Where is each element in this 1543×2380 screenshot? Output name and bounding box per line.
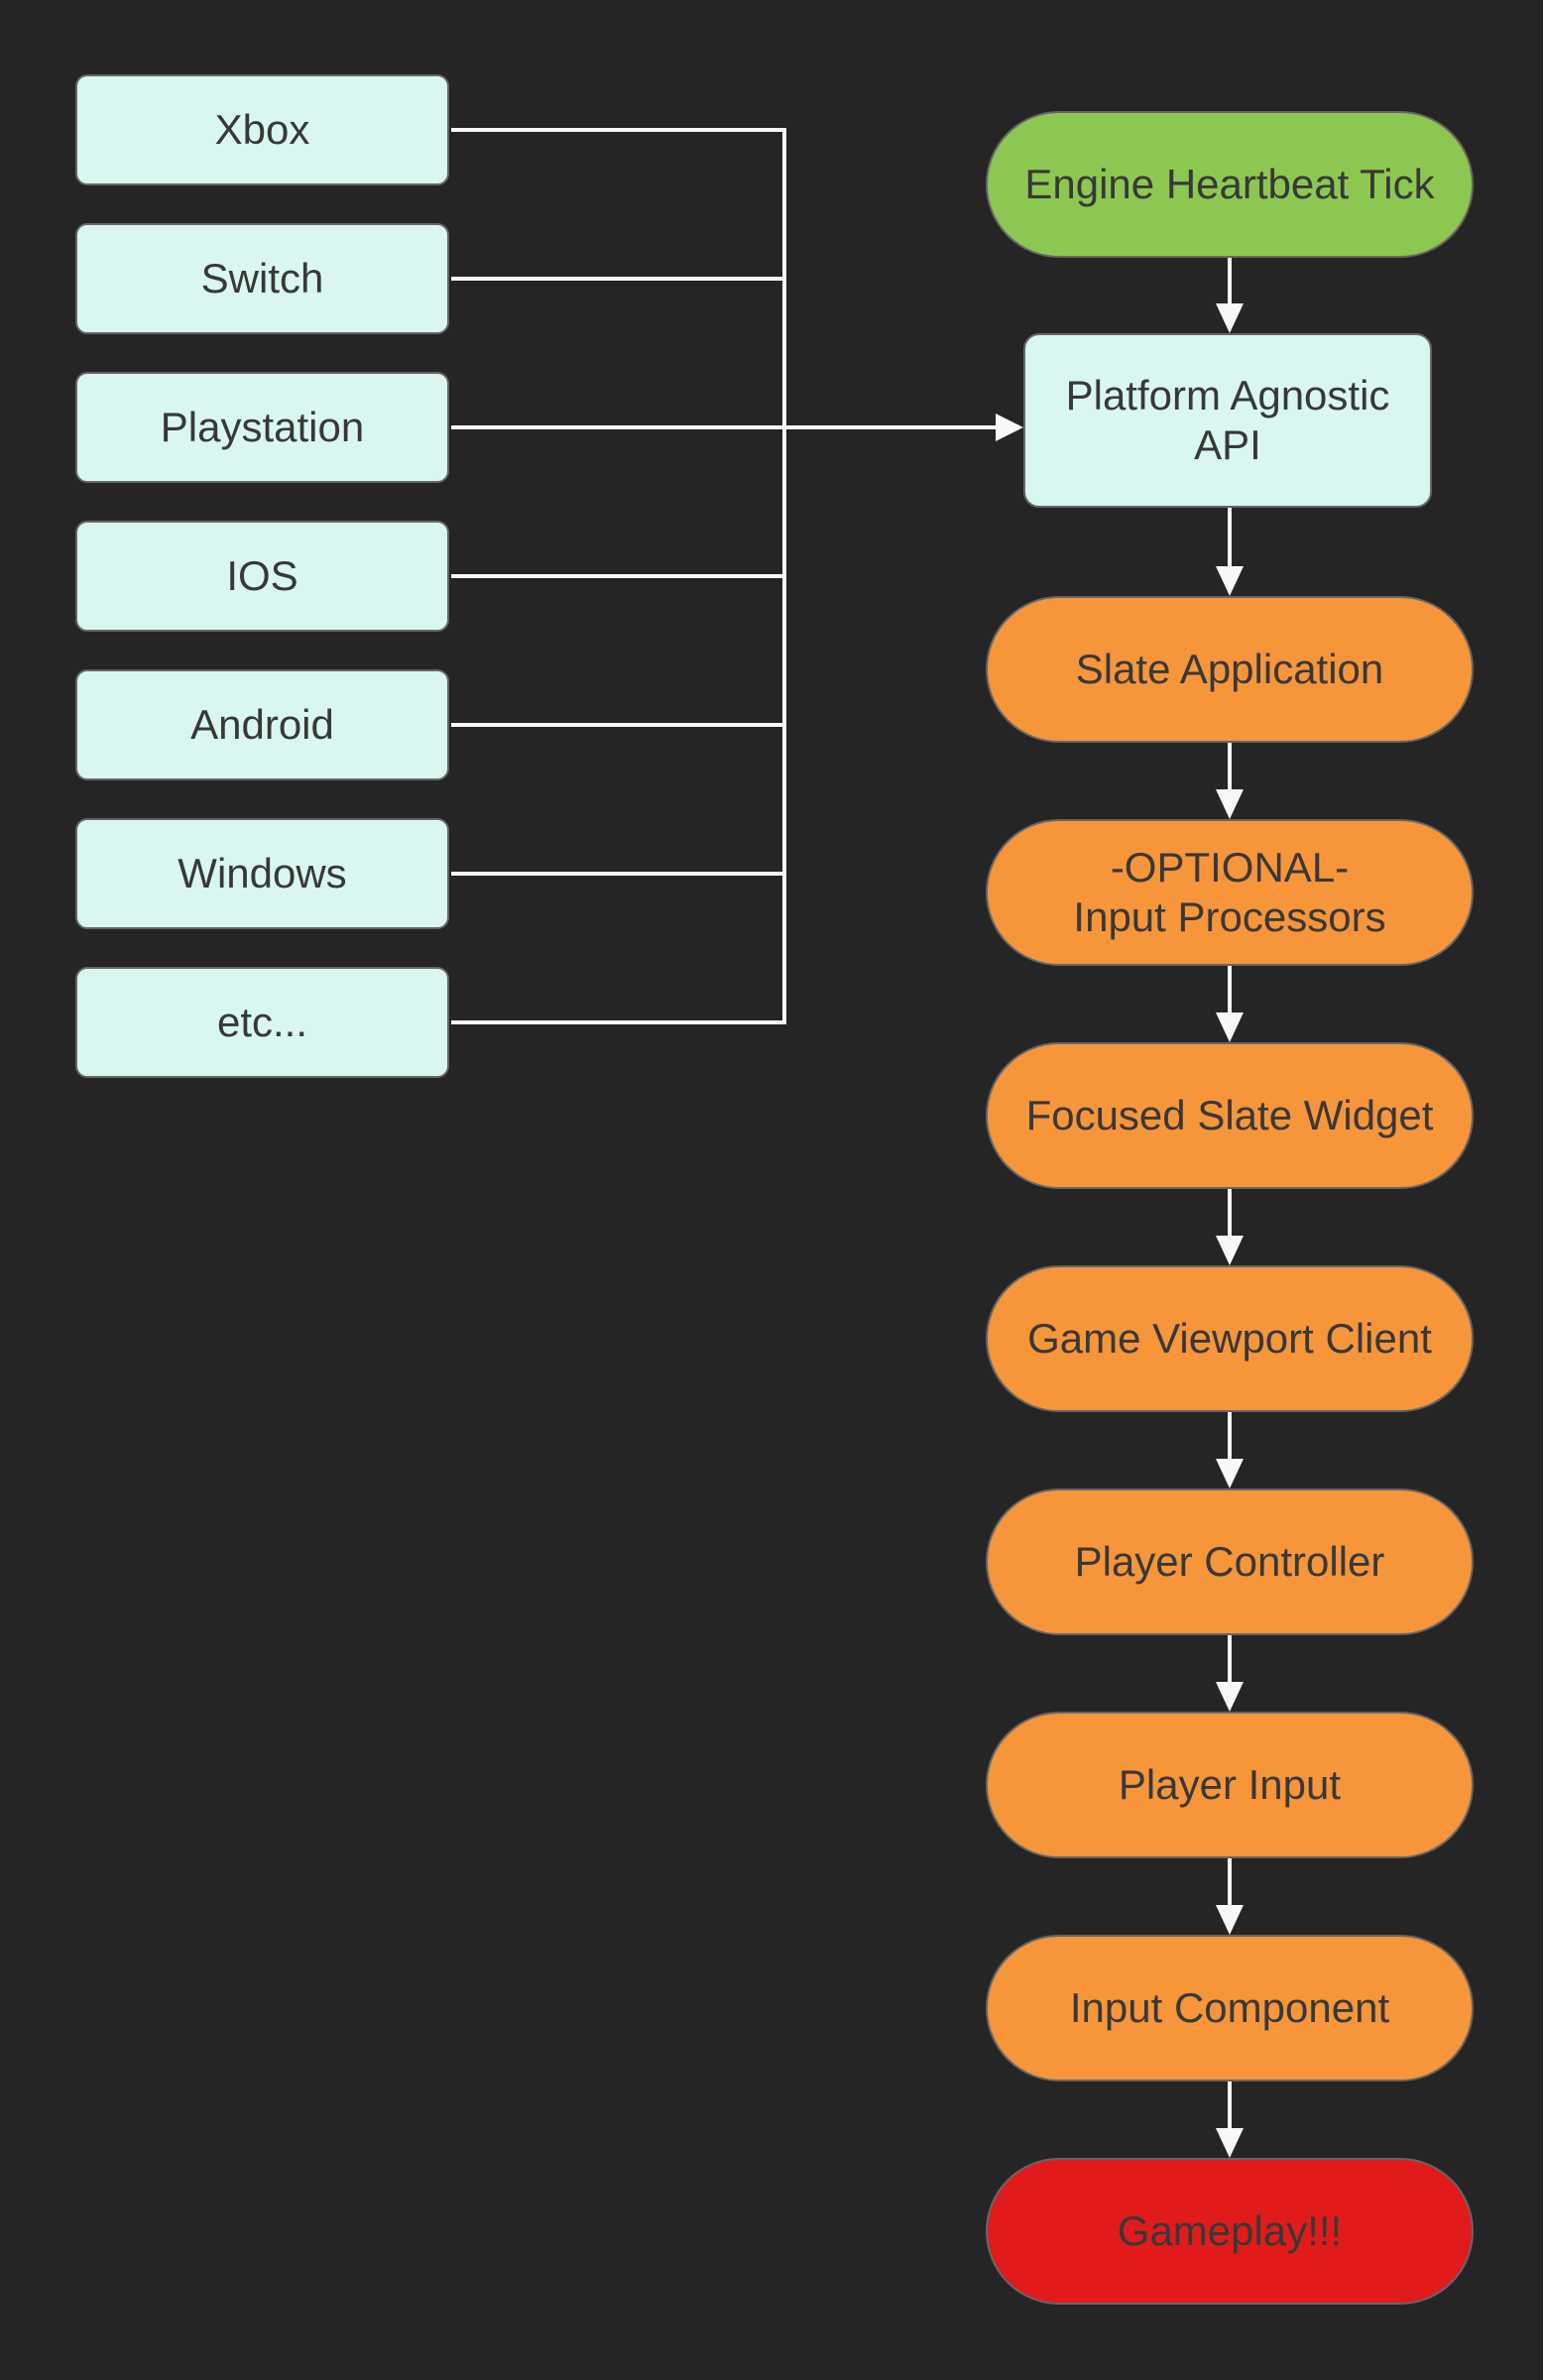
platform-box-android: Android (75, 669, 449, 780)
node-label-input-component: Input Component (1069, 1984, 1390, 2032)
platform-label-android: Android (190, 701, 334, 749)
platform-box-xbox: Xbox (75, 74, 449, 185)
node-label-focused-slate-widget: Focused Slate Widget (1025, 1092, 1434, 1139)
node-platform-agnostic-api: Platform Agnostic API (1023, 333, 1432, 508)
platform-label-switch: Switch (200, 255, 324, 302)
platform-label-playstation: Playstation (160, 404, 365, 451)
node-slate-application: Slate Application (986, 596, 1474, 743)
node-focused-slate-widget: Focused Slate Widget (986, 1042, 1474, 1189)
node-label-gameplay: Gameplay!!! (1117, 2207, 1343, 2255)
platform-box-playstation: Playstation (75, 372, 449, 483)
node-label-slate-application: Slate Application (1075, 646, 1384, 693)
node-gameplay: Gameplay!!! (986, 2158, 1474, 2305)
connector-switch-to-junction (451, 277, 785, 281)
arrowhead-tick-to-api (1216, 303, 1244, 333)
connector-windows-to-junction (451, 872, 785, 876)
node-label-game-viewport-client: Game Viewport Client (1027, 1315, 1432, 1363)
arrow-line-optional-to-focused (1228, 966, 1232, 1012)
connector-ios-to-junction (451, 574, 785, 578)
node-input-component: Input Component (986, 1935, 1474, 2082)
platform-label-xbox: Xbox (214, 106, 310, 154)
connector-playstation-to-api (451, 425, 996, 429)
connector-xbox-to-junction (451, 128, 785, 132)
arrow-line-slate-to-optional (1228, 743, 1232, 789)
arrow-line-component-to-gameplay (1228, 2082, 1232, 2128)
platform-box-ios: IOS (75, 521, 449, 632)
platform-box-switch: Switch (75, 223, 449, 334)
arrow-line-tick-to-api (1228, 258, 1232, 303)
node-label-optional-input-processors: -OPTIONAL- Input Processors (1073, 844, 1386, 940)
arrowhead-into-api (996, 414, 1023, 441)
arrowhead-focused-to-viewport (1216, 1236, 1244, 1265)
node-label-engine-heartbeat-tick: Engine Heartbeat Tick (1024, 161, 1435, 208)
node-game-viewport-client: Game Viewport Client (986, 1265, 1474, 1412)
platform-box-etc: etc... (75, 967, 449, 1078)
arrowhead-controller-to-input (1216, 1682, 1244, 1712)
connector-android-to-junction (451, 723, 785, 727)
node-player-input: Player Input (986, 1712, 1474, 1858)
platform-label-etc: etc... (216, 999, 308, 1046)
arrowhead-optional-to-focused (1216, 1012, 1244, 1042)
arrowhead-viewport-to-controller (1216, 1459, 1244, 1488)
node-player-controller: Player Controller (986, 1488, 1474, 1635)
platform-label-ios: IOS (226, 552, 298, 600)
arrow-line-viewport-to-controller (1228, 1412, 1232, 1459)
arrowhead-component-to-gameplay (1216, 2128, 1244, 2158)
node-label-player-controller: Player Controller (1074, 1538, 1385, 1586)
arrow-line-focused-to-viewport (1228, 1189, 1232, 1236)
node-engine-heartbeat-tick: Engine Heartbeat Tick (986, 111, 1474, 258)
arrow-line-api-to-slate (1228, 508, 1232, 566)
node-optional-input-processors: -OPTIONAL- Input Processors (986, 819, 1474, 966)
arrow-line-input-to-component (1228, 1858, 1232, 1905)
connector-etc-to-junction (451, 1020, 785, 1024)
junction-vertical-line (782, 128, 786, 1024)
node-label-platform-agnostic-api: Platform Agnostic API (1065, 372, 1390, 468)
arrowhead-input-to-component (1216, 1905, 1244, 1935)
platform-box-windows: Windows (75, 818, 449, 929)
platform-label-windows: Windows (178, 850, 347, 897)
arrowhead-slate-to-optional (1216, 789, 1244, 819)
node-label-player-input: Player Input (1118, 1761, 1342, 1809)
arrow-line-controller-to-input (1228, 1635, 1232, 1682)
arrowhead-api-to-slate (1216, 566, 1244, 596)
